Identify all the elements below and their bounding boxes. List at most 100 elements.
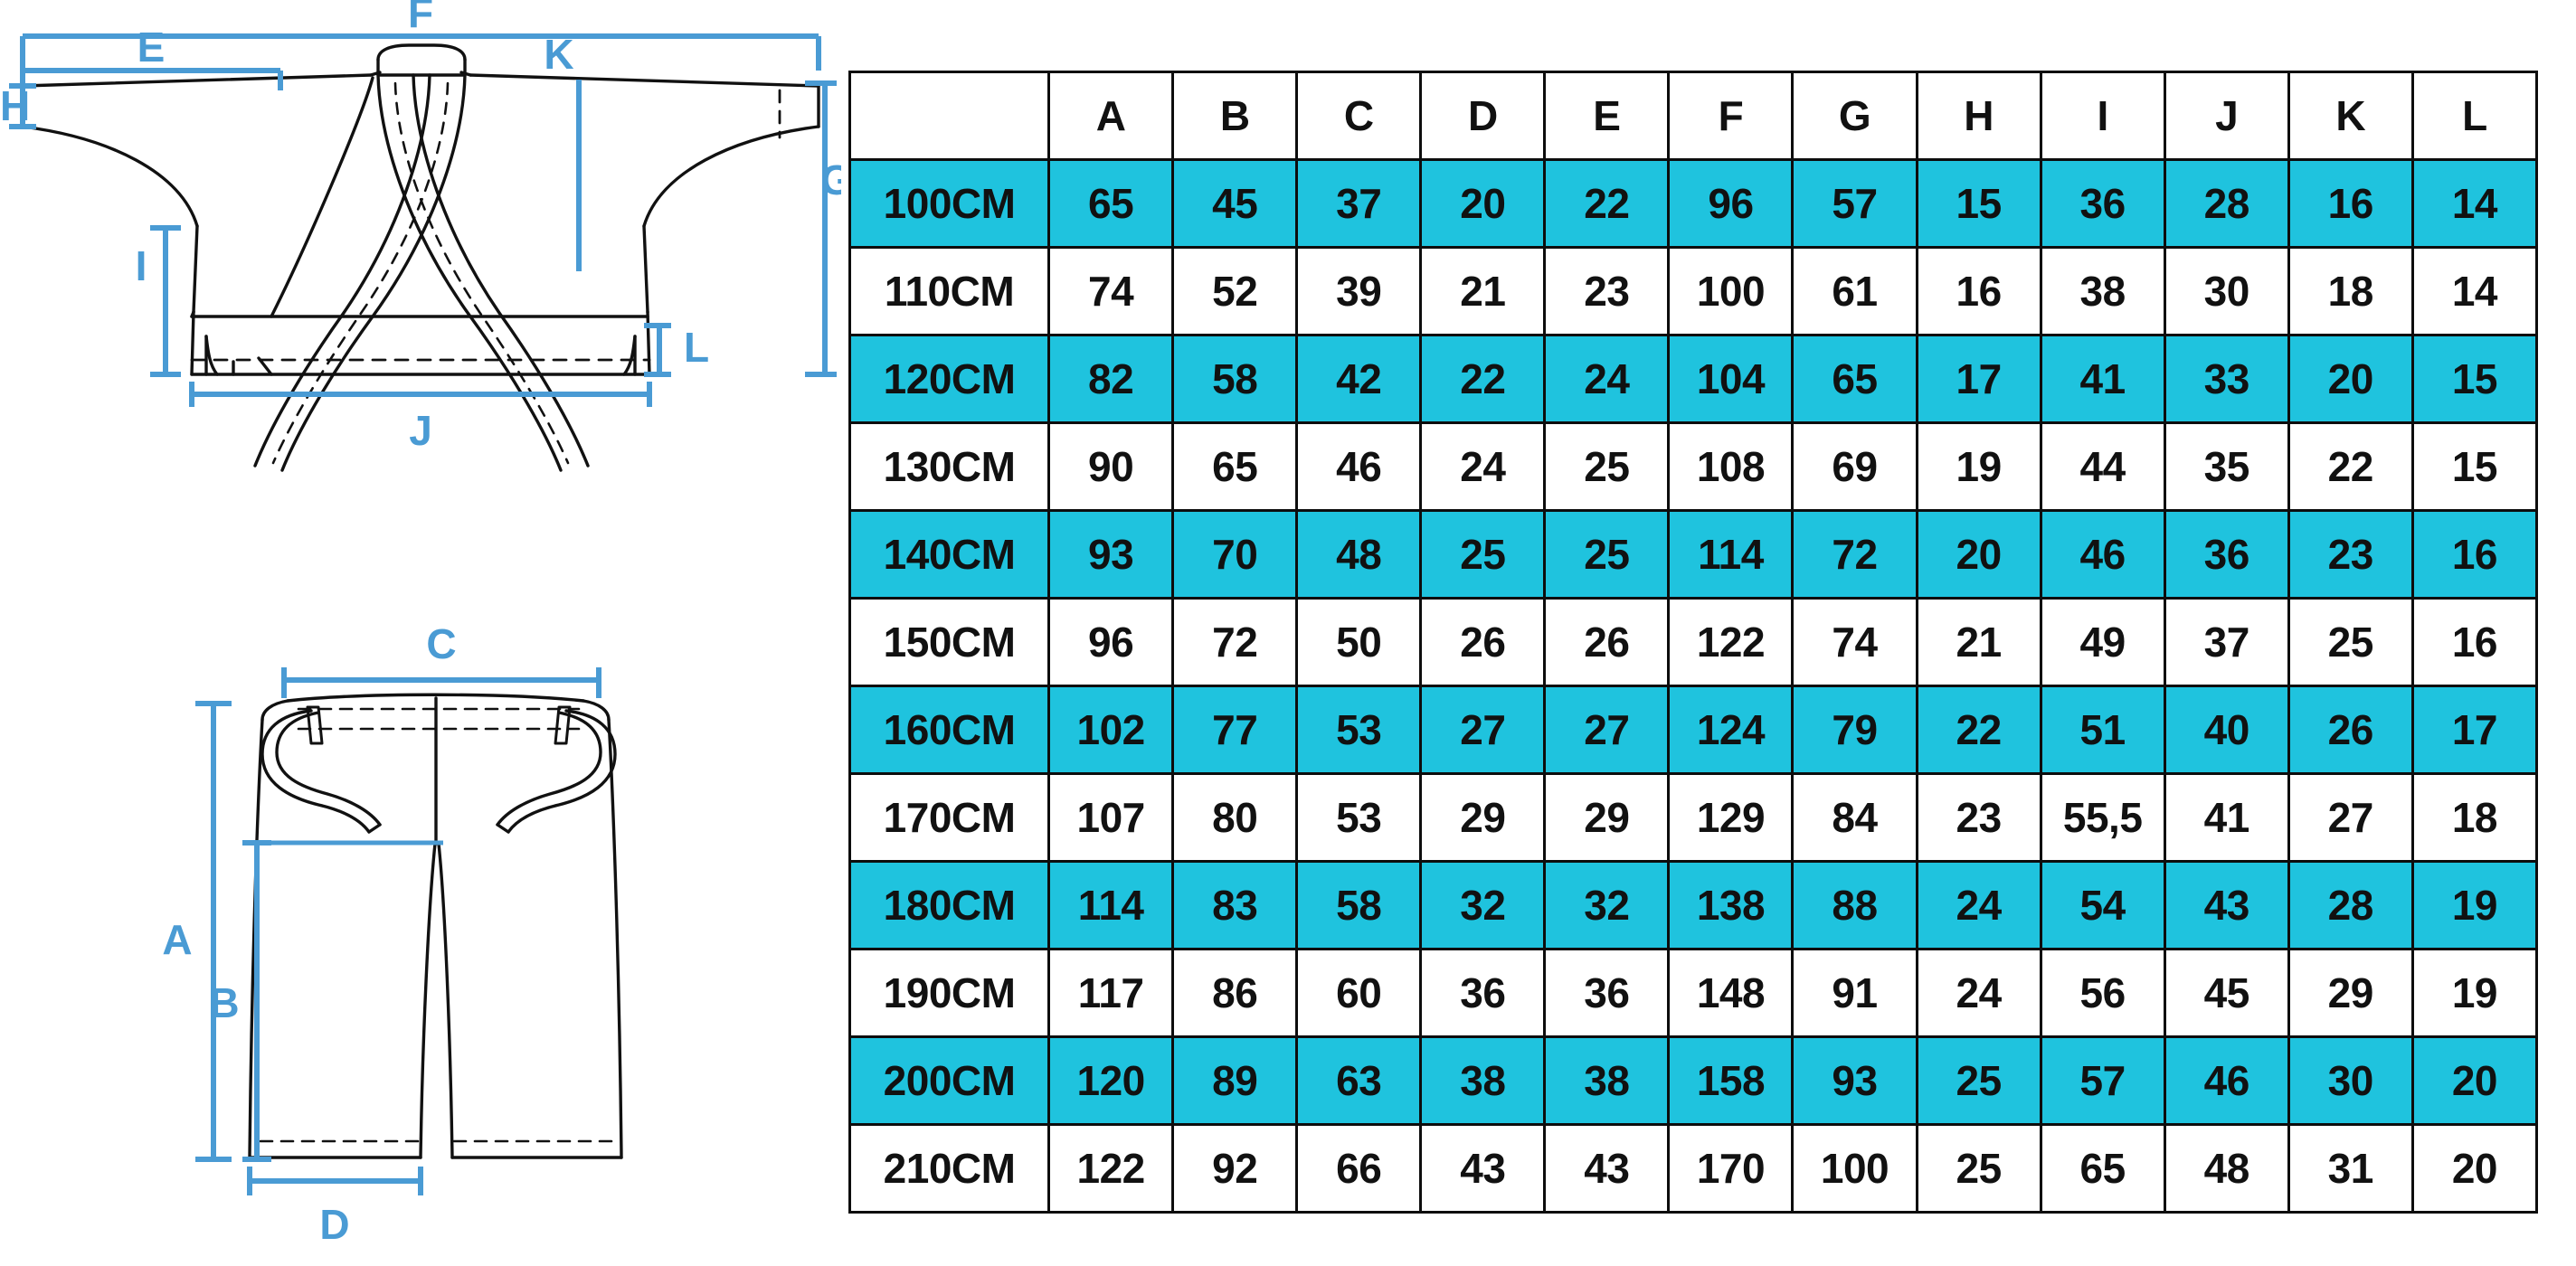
column-header-b: B bbox=[1171, 71, 1299, 161]
measurement-cell-b: 89 bbox=[1171, 1035, 1299, 1126]
measurement-cell-e: 36 bbox=[1543, 948, 1671, 1038]
size-label-cell: 170CM bbox=[848, 772, 1051, 863]
pants-dimension-lines bbox=[195, 667, 601, 1195]
measurement-cell-h: 16 bbox=[1915, 246, 2042, 336]
measurement-cell-k: 28 bbox=[2287, 860, 2414, 950]
pants-dim-label-B: B bbox=[209, 979, 239, 1026]
pants-dim-label-C: C bbox=[426, 620, 456, 667]
measurement-cell-l: 20 bbox=[2410, 1123, 2539, 1214]
pants-dim-label-D: D bbox=[319, 1201, 349, 1248]
measurement-cell-l: 20 bbox=[2410, 1035, 2539, 1126]
size-label-cell: 190CM bbox=[848, 948, 1051, 1038]
column-header-j: J bbox=[2163, 71, 2290, 161]
measurement-cell-a: 90 bbox=[1047, 421, 1175, 512]
jacket-dim-label-J: J bbox=[409, 407, 432, 454]
measurement-cell-f: 96 bbox=[1667, 158, 1795, 249]
measurement-cell-i: 41 bbox=[2039, 334, 2166, 424]
measurement-cell-h: 22 bbox=[1915, 685, 2042, 775]
pants-drawing bbox=[248, 693, 623, 1159]
measurement-cell-j: 41 bbox=[2163, 772, 2290, 863]
measurement-cell-f: 108 bbox=[1667, 421, 1795, 512]
measurement-cell-d: 27 bbox=[1419, 685, 1547, 775]
measurement-cell-j: 35 bbox=[2163, 421, 2290, 512]
measurement-cell-i: 44 bbox=[2039, 421, 2166, 512]
jacket-dim-label-G: G bbox=[820, 156, 841, 203]
measurement-cell-c: 63 bbox=[1295, 1035, 1423, 1126]
measurement-cell-l: 16 bbox=[2410, 597, 2539, 687]
measurement-cell-c: 39 bbox=[1295, 246, 1423, 336]
measurement-cell-i: 36 bbox=[2039, 158, 2166, 249]
measurement-cell-e: 43 bbox=[1543, 1123, 1671, 1214]
measurement-cell-f: 148 bbox=[1667, 948, 1795, 1038]
measurement-cell-l: 18 bbox=[2410, 772, 2539, 863]
size-label-cell: 120CM bbox=[848, 334, 1051, 424]
measurement-cell-d: 20 bbox=[1419, 158, 1547, 249]
measurement-cell-b: 80 bbox=[1171, 772, 1299, 863]
column-header-g: G bbox=[1791, 71, 1918, 161]
measurement-cell-h: 20 bbox=[1915, 509, 2042, 600]
measurement-cell-j: 33 bbox=[2163, 334, 2290, 424]
measurement-cell-a: 102 bbox=[1047, 685, 1175, 775]
measurement-cell-g: 93 bbox=[1791, 1035, 1918, 1126]
measurement-cell-j: 40 bbox=[2163, 685, 2290, 775]
measurement-cell-k: 22 bbox=[2287, 421, 2414, 512]
measurement-cell-j: 28 bbox=[2163, 158, 2290, 249]
measurement-cell-d: 36 bbox=[1419, 948, 1547, 1038]
column-header-e: E bbox=[1543, 71, 1671, 161]
measurement-cell-l: 17 bbox=[2410, 685, 2539, 775]
measurement-cell-e: 32 bbox=[1543, 860, 1671, 950]
measurement-cell-f: 104 bbox=[1667, 334, 1795, 424]
measurement-cell-k: 20 bbox=[2287, 334, 2414, 424]
measurement-cell-f: 170 bbox=[1667, 1123, 1795, 1214]
measurement-cell-g: 100 bbox=[1791, 1123, 1918, 1214]
column-header-h: H bbox=[1915, 71, 2042, 161]
measurement-cell-c: 53 bbox=[1295, 772, 1423, 863]
measurement-cell-a: 65 bbox=[1047, 158, 1175, 249]
measurement-cell-b: 86 bbox=[1171, 948, 1299, 1038]
measurement-cell-a: 96 bbox=[1047, 597, 1175, 687]
measurement-cell-g: 69 bbox=[1791, 421, 1918, 512]
measurement-cell-l: 14 bbox=[2410, 158, 2539, 249]
measurement-cell-k: 30 bbox=[2287, 1035, 2414, 1126]
measurement-cell-e: 27 bbox=[1543, 685, 1671, 775]
measurement-cell-f: 114 bbox=[1667, 509, 1795, 600]
pants-dim-label-A: A bbox=[162, 916, 192, 963]
measurement-cell-d: 24 bbox=[1419, 421, 1547, 512]
size-label-cell: 140CM bbox=[848, 509, 1051, 600]
garment-diagram-svg: F E K H G I L J bbox=[0, 0, 841, 1248]
measurement-cell-h: 15 bbox=[1915, 158, 2042, 249]
measurement-cell-i: 56 bbox=[2039, 948, 2166, 1038]
measurement-cell-d: 32 bbox=[1419, 860, 1547, 950]
measurement-cell-g: 72 bbox=[1791, 509, 1918, 600]
measurement-cell-k: 18 bbox=[2287, 246, 2414, 336]
measurement-cell-d: 29 bbox=[1419, 772, 1547, 863]
measurement-cell-e: 22 bbox=[1543, 158, 1671, 249]
size-label-cell: 100CM bbox=[848, 158, 1051, 249]
jacket-dim-label-I: I bbox=[136, 242, 147, 289]
garment-diagram-panel: F E K H G I L J bbox=[0, 0, 841, 1266]
measurement-cell-i: 57 bbox=[2039, 1035, 2166, 1126]
measurement-cell-g: 79 bbox=[1791, 685, 1918, 775]
jacket-dim-label-H: H bbox=[0, 82, 30, 129]
measurement-cell-d: 26 bbox=[1419, 597, 1547, 687]
measurement-cell-l: 15 bbox=[2410, 421, 2539, 512]
measurement-cell-f: 158 bbox=[1667, 1035, 1795, 1126]
measurement-cell-i: 55,5 bbox=[2039, 772, 2166, 863]
measurement-cell-a: 107 bbox=[1047, 772, 1175, 863]
measurement-cell-k: 26 bbox=[2287, 685, 2414, 775]
jacket-dimension-lines bbox=[9, 33, 837, 407]
measurement-cell-d: 38 bbox=[1419, 1035, 1547, 1126]
measurement-cell-j: 37 bbox=[2163, 597, 2290, 687]
measurement-cell-j: 30 bbox=[2163, 246, 2290, 336]
measurement-cell-c: 48 bbox=[1295, 509, 1423, 600]
